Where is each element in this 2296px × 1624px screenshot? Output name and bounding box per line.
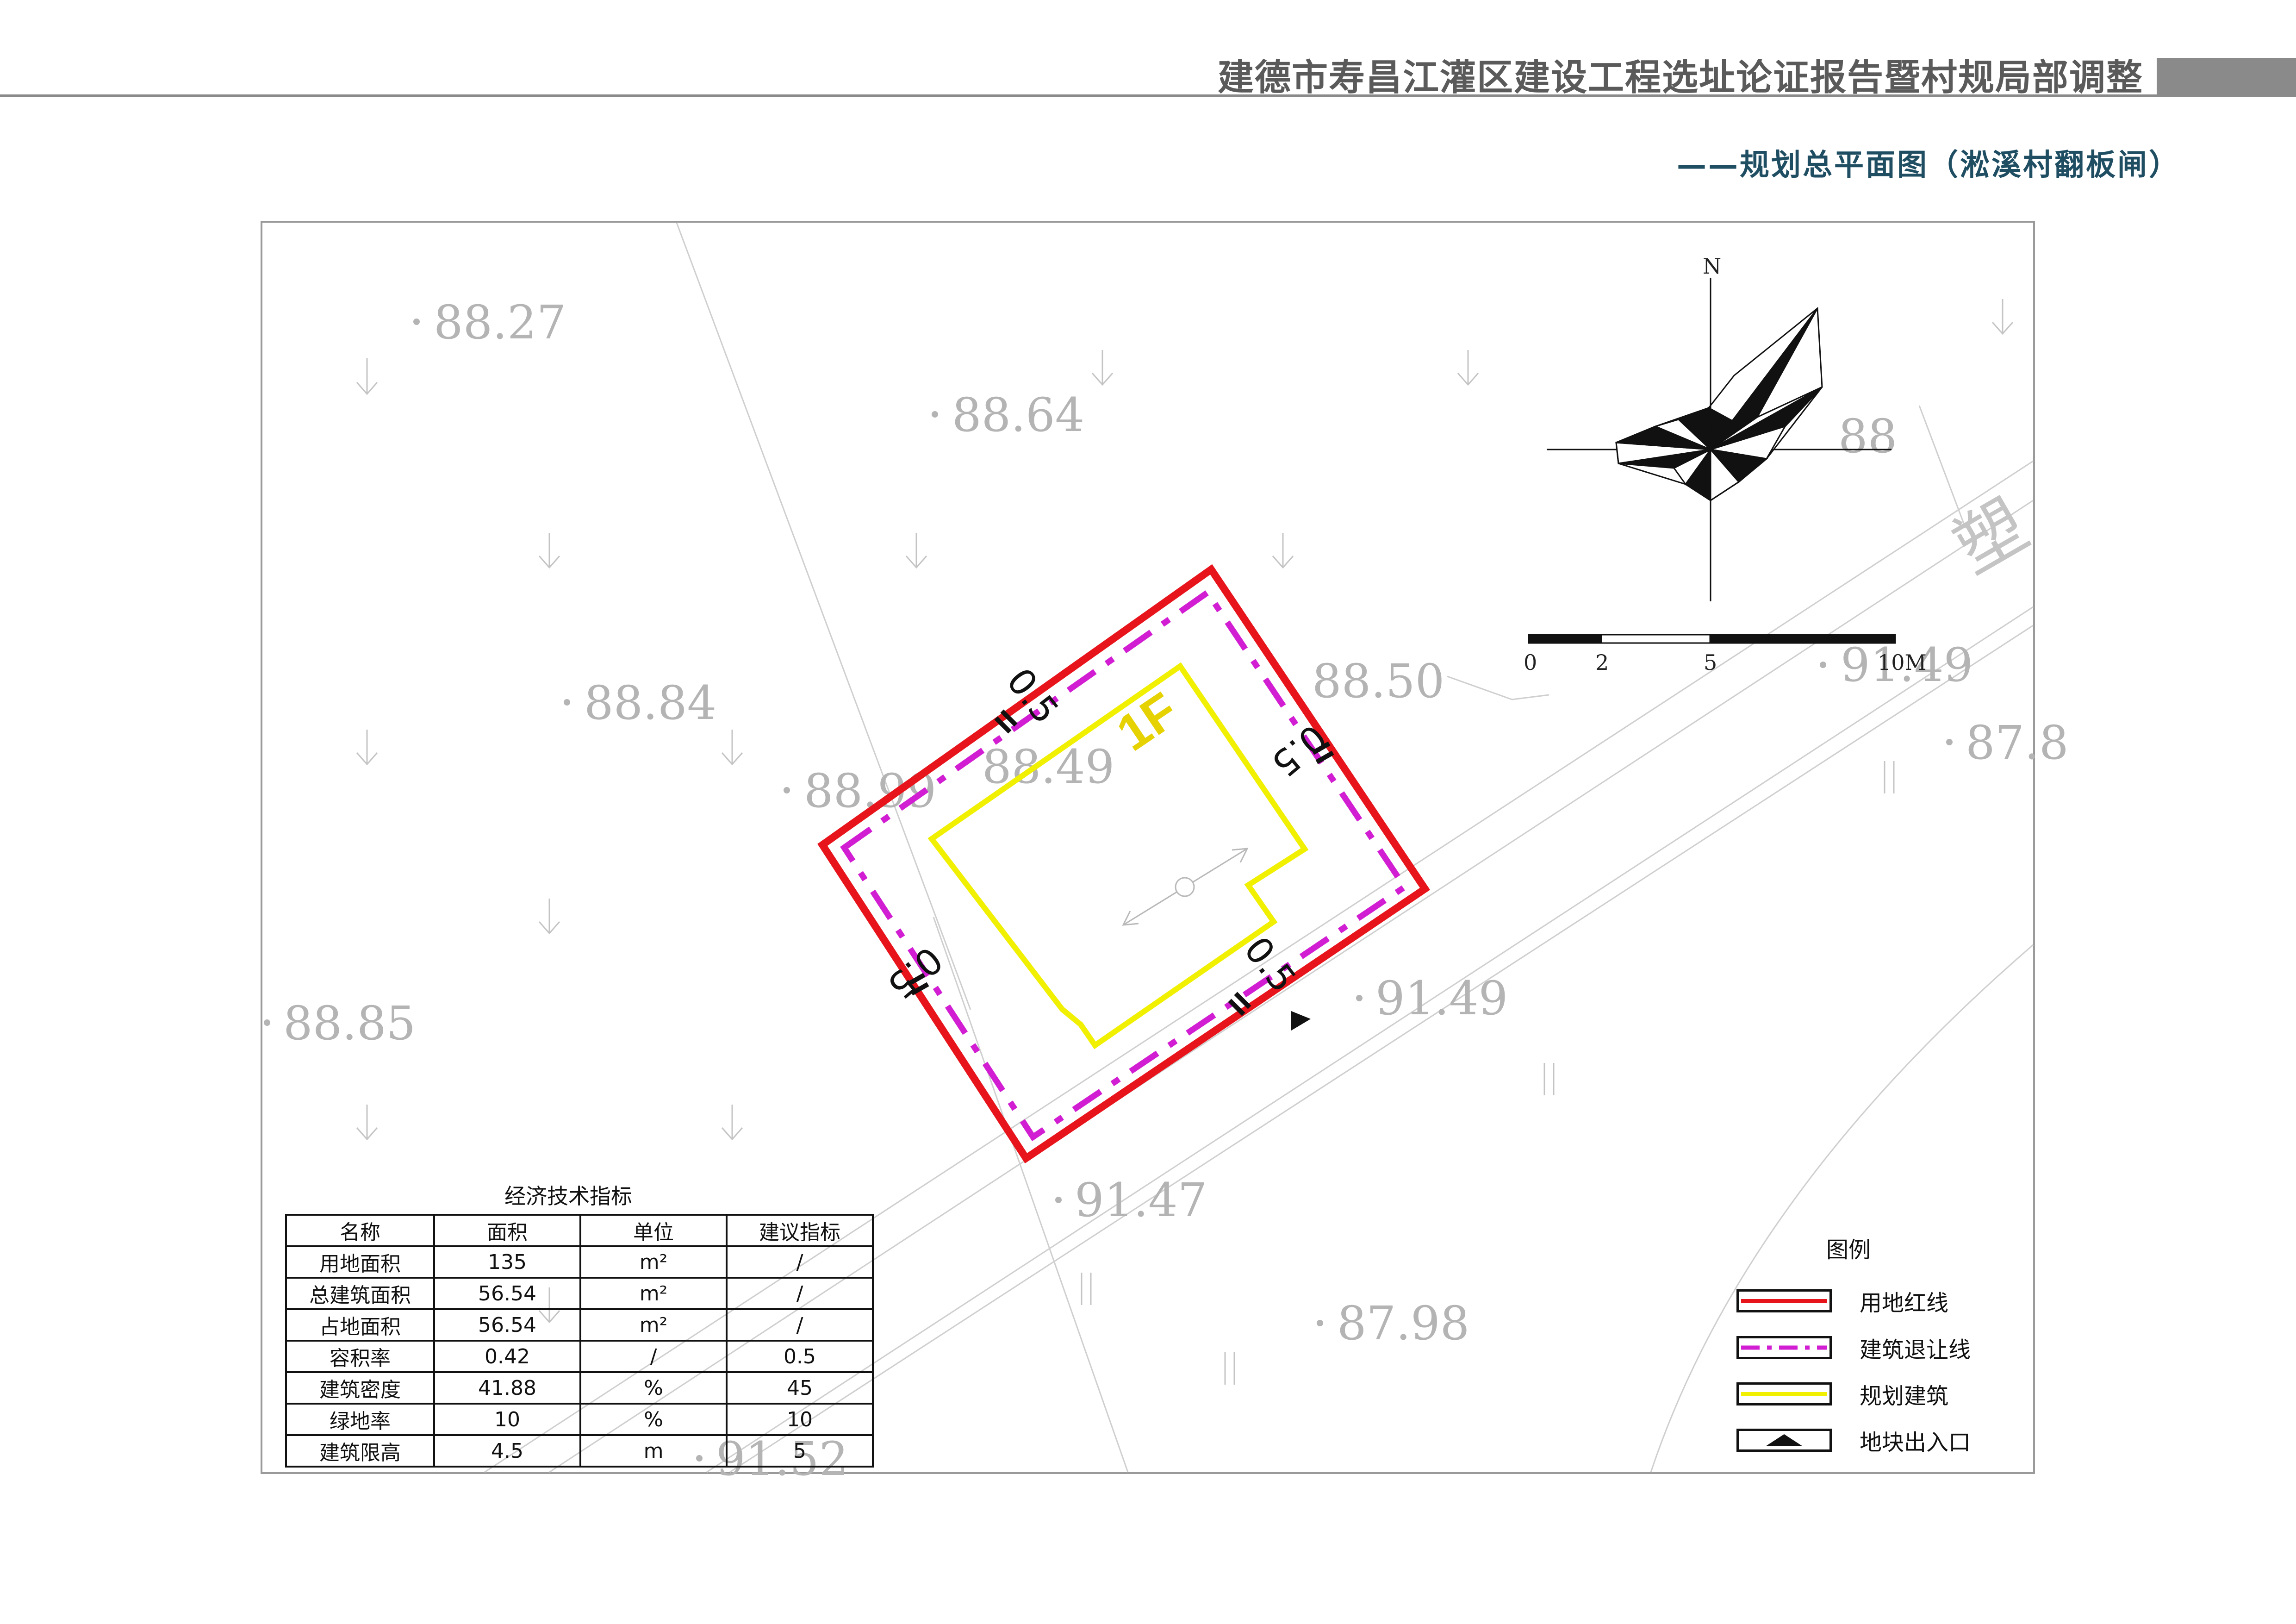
elevation-label: 88.85 [283, 996, 416, 1050]
economic-indicators-table: 名称 面积 单位 建议指标 用地面积 135 m² / 总建筑面积 56.54 … [285, 1214, 874, 1468]
table-cell: 135 [433, 1245, 581, 1279]
grass-marks [1081, 761, 1895, 1385]
table-row: 总建筑面积 56.54 m² / [285, 1277, 874, 1310]
header-rule [0, 94, 2296, 97]
legend-label: 规划建筑 [1860, 1383, 1949, 1409]
scale-label: 0 [1524, 650, 1537, 675]
table-cell: 56.54 [433, 1308, 581, 1342]
elevation-label: 88.49 [982, 740, 1114, 794]
table-header: 名称 [285, 1214, 435, 1247]
svg-text:0.5: 0.5 [1263, 716, 1334, 785]
legend-item-planned-building: 规划建筑 [1736, 1378, 1948, 1410]
table-cell: 56.54 [433, 1277, 581, 1310]
north-arrow-wind-rose: N [1547, 254, 1892, 601]
table-row: 建筑密度 41.88 % 45 [285, 1371, 874, 1405]
table-cell: / [579, 1340, 728, 1373]
table-header: 建议指标 [726, 1214, 874, 1247]
legend-swatch-red-line [1736, 1289, 1832, 1312]
table-cell: / [726, 1308, 874, 1342]
table-cell: m² [579, 1245, 728, 1279]
header-accent-bar [2157, 58, 2296, 95]
table-cell: 总建筑面积 [285, 1277, 435, 1310]
elevation-label: 88 [1838, 409, 1897, 463]
table-cell: m² [579, 1308, 728, 1342]
table-cell: 建筑限高 [285, 1434, 435, 1468]
table-cell: 绿地率 [285, 1403, 435, 1436]
floor-count-label: 1F [1107, 681, 1188, 762]
table-cell: m² [579, 1277, 728, 1310]
terrain-lines [484, 222, 2034, 1473]
elevation-label: 87.98 [1337, 1296, 1469, 1350]
table-cell: 0.5 [726, 1340, 874, 1373]
table-cell: 5 [726, 1434, 874, 1468]
table-row: 占地面积 56.54 m² / [285, 1308, 874, 1342]
elevation-label: 91.49 [1375, 971, 1508, 1025]
legend-item-setback-line: 建筑退让线 [1736, 1331, 1971, 1364]
table-header: 单位 [579, 1214, 728, 1247]
table-cell: 建筑密度 [285, 1371, 435, 1405]
legend-label: 用地红线 [1860, 1290, 1949, 1316]
elevation-label: 91.49 [1841, 638, 1973, 692]
table-cell: / [726, 1277, 874, 1310]
table-cell: / [726, 1245, 874, 1279]
setback-dimensions: 0.5 0.5 0.5 0.5 [879, 661, 1334, 1016]
north-label: N [1703, 254, 1721, 279]
legend-label: 建筑退让线 [1860, 1337, 1971, 1363]
table-cell: 占地面积 [285, 1308, 435, 1342]
legend-item-site-boundary: 用地红线 [1736, 1285, 1948, 1317]
legend-label: 地块出入口 [1860, 1430, 1971, 1455]
elevation-label: 88.64 [952, 388, 1084, 442]
table-cell: 10 [433, 1403, 581, 1436]
report-title: 建德市寿昌江灌区建设工程选址论证报告暨村规局部调整 [1217, 57, 2143, 99]
elevation-label: 87.8 [1966, 716, 2069, 770]
table-row: 建筑限高 4.5 m 5 [285, 1434, 874, 1468]
elevation-label: 88.84 [584, 676, 716, 730]
scale-label: 10M [1878, 650, 1927, 675]
table-row: 用地面积 135 m² / [285, 1245, 874, 1279]
table-title: 经济技术指标 [504, 1184, 632, 1209]
table-cell: 容积率 [285, 1340, 435, 1373]
legend-swatch-setback [1736, 1336, 1832, 1359]
table-row: 绿地率 10 % 10 [285, 1403, 874, 1436]
entrance-triangle-icon [1766, 1434, 1803, 1446]
site-plan-svg: 88.27 88.64 88.84 88.50 88.99 88.49 91.4… [264, 222, 2069, 1486]
table-cell: 10 [726, 1403, 874, 1436]
building-setback-line [840, 588, 1409, 1142]
table-cell: 4.5 [433, 1434, 581, 1468]
table-cell: m [579, 1434, 728, 1468]
scale-bar: 0 2 5 10M [1524, 634, 1927, 675]
table-cell: 41.88 [433, 1371, 581, 1405]
site-boundary-red-line [817, 564, 1431, 1164]
legend-swatch-entrance [1736, 1429, 1832, 1452]
table-header-row: 名称 面积 单位 建议指标 [285, 1214, 874, 1247]
elevation-label: 91.47 [1075, 1173, 1207, 1227]
svg-text:0.5: 0.5 [998, 661, 1066, 731]
legend-title: 图例 [1826, 1237, 1871, 1263]
scale-label: 2 [1595, 650, 1609, 675]
building-center-marker [1122, 848, 1249, 926]
table-header: 面积 [433, 1214, 581, 1247]
legend-item-site-entrance: 地块出入口 [1736, 1424, 1971, 1456]
scale-label: 5 [1704, 650, 1717, 675]
table-cell: 0.42 [433, 1340, 581, 1373]
planned-building [927, 662, 1309, 1049]
table-cell: 45 [726, 1371, 874, 1405]
site-entrance-marker [1291, 1011, 1311, 1031]
table-row: 容积率 0.42 / 0.5 [285, 1340, 874, 1373]
table-cell: 用地面积 [285, 1245, 435, 1279]
table-cell: % [579, 1371, 728, 1405]
legend-swatch-building [1736, 1382, 1832, 1405]
drawing-subtitle: ——规划总平面图（淞溪村翻板闸） [1677, 148, 2180, 182]
elevation-label: 88.50 [1312, 654, 1444, 708]
table-cell: % [579, 1403, 728, 1436]
elevation-label: 88.27 [434, 295, 566, 350]
